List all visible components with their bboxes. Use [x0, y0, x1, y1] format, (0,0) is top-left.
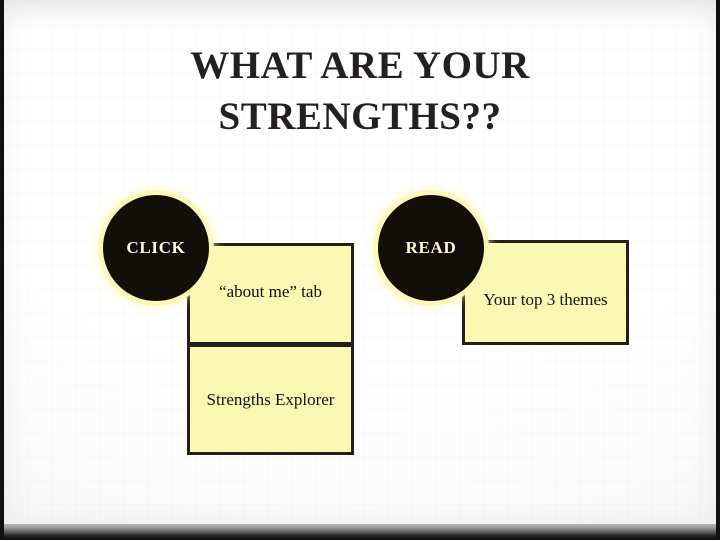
step-circle-read-label: READ [405, 238, 457, 257]
step-circle-read: READ [378, 195, 484, 301]
callout-box-top-themes-label: Your top 3 themes [483, 290, 608, 309]
callout-box-strengths-explorer-label: Strengths Explorer [206, 390, 335, 409]
slide-bottom-shadow [0, 524, 720, 540]
step-circle-click: CLICK [103, 195, 209, 301]
title-line-2: STRENGTHS?? [218, 95, 502, 138]
callout-box-strengths-explorer: Strengths Explorer [187, 344, 354, 455]
page-title: WHAT ARE YOUR STRENGTHS?? [4, 40, 716, 142]
background-top-sheen [4, 0, 716, 34]
step-circle-click-label: CLICK [126, 238, 186, 257]
slide-canvas: WHAT ARE YOUR STRENGTHS?? “about me” tab… [4, 0, 716, 527]
slide-edge-left [0, 0, 4, 540]
callout-box-about-me-label: “about me” tab [219, 281, 322, 301]
callout-box-top-themes: Your top 3 themes [462, 240, 629, 345]
title-line-1: WHAT ARE YOUR [190, 44, 530, 87]
slide-edge-right [716, 0, 720, 540]
callout-box-about-me: “about me” tab [187, 243, 354, 345]
